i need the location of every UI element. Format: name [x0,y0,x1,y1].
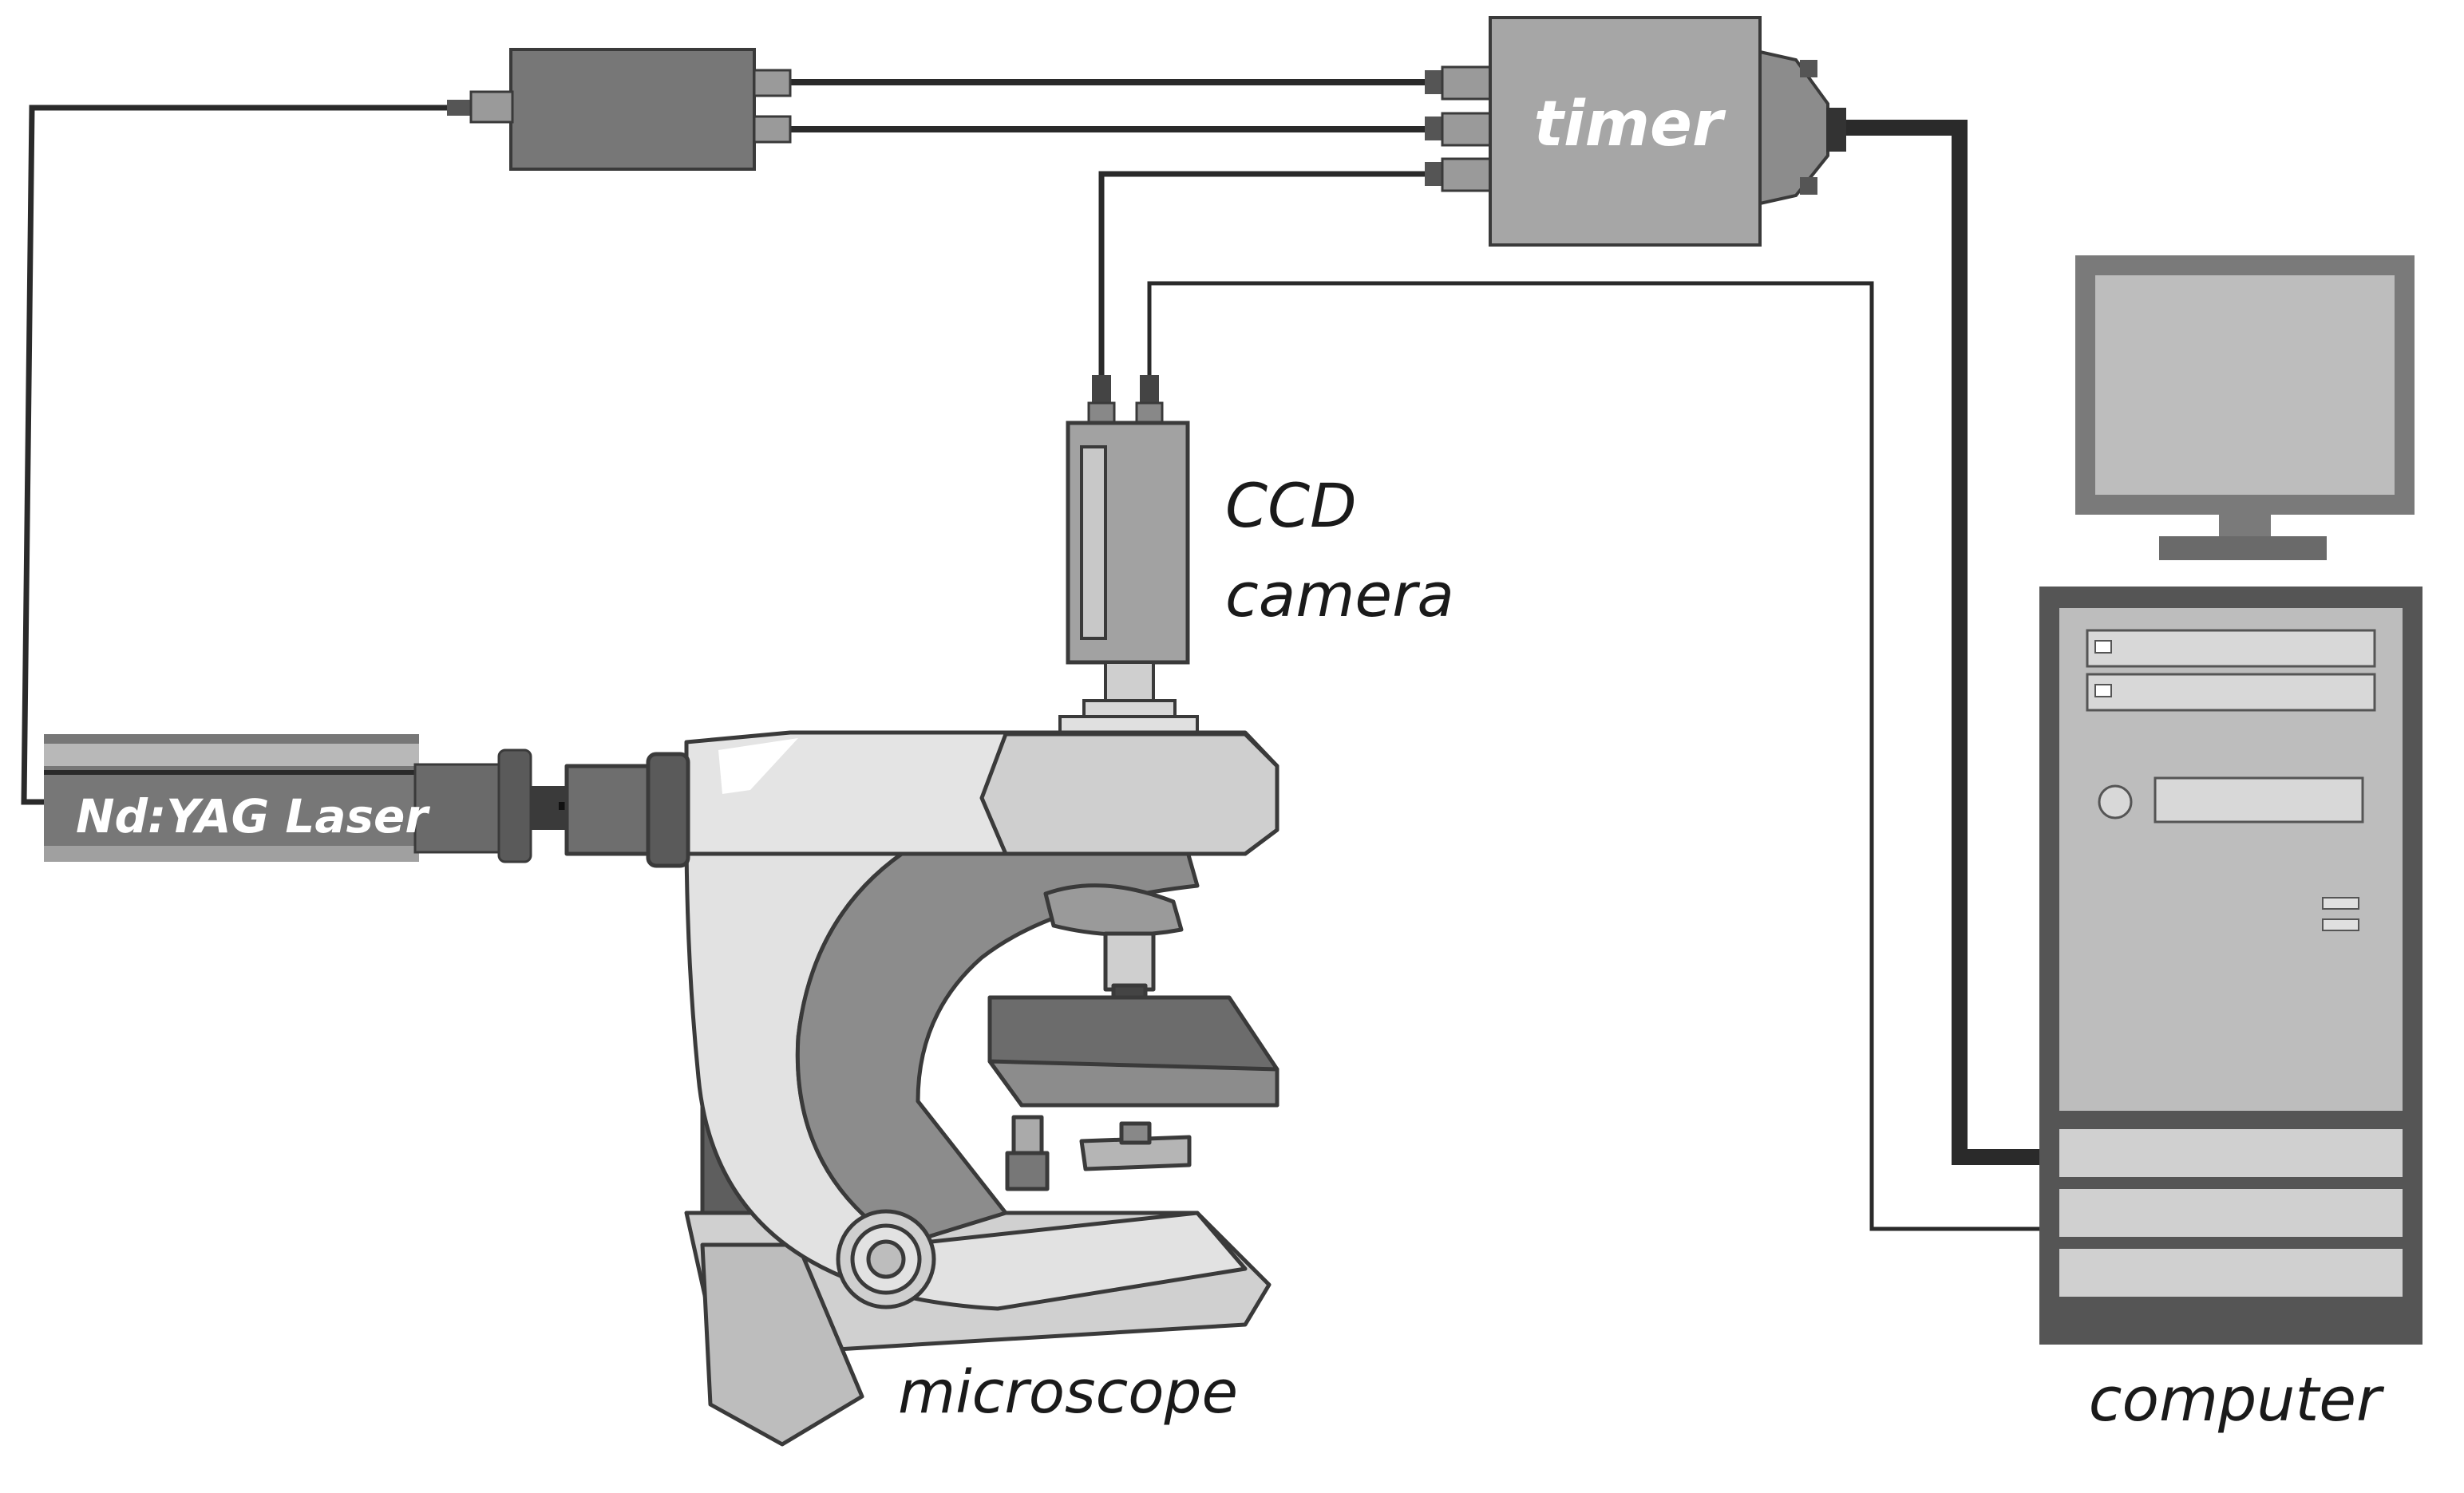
cable-timer-computer [1828,120,2051,1165]
ccd-camera [1058,375,1199,741]
cable-timer-ccd [1098,171,1440,378]
laser-label: Nd:YAG Laser [76,789,430,843]
ccd-label-line1: CCD [1225,470,1357,541]
microscope [564,730,1279,1447]
desktop-computer [2039,255,2422,1345]
timer-box: timer [1425,16,1846,247]
nd-yag-laser: Nd:YAG Laser [44,734,575,863]
ccd-label-line2: camera [1225,559,1454,630]
microscope-label: microscope [898,1358,1238,1427]
timer-label: timer [1534,89,1726,160]
cable-laser-splitter [21,105,450,805]
computer-label: computer [2089,1364,2385,1435]
cable-computer-ccd [1147,281,2042,1231]
cables [21,79,2051,1231]
splitter-box [447,48,792,171]
